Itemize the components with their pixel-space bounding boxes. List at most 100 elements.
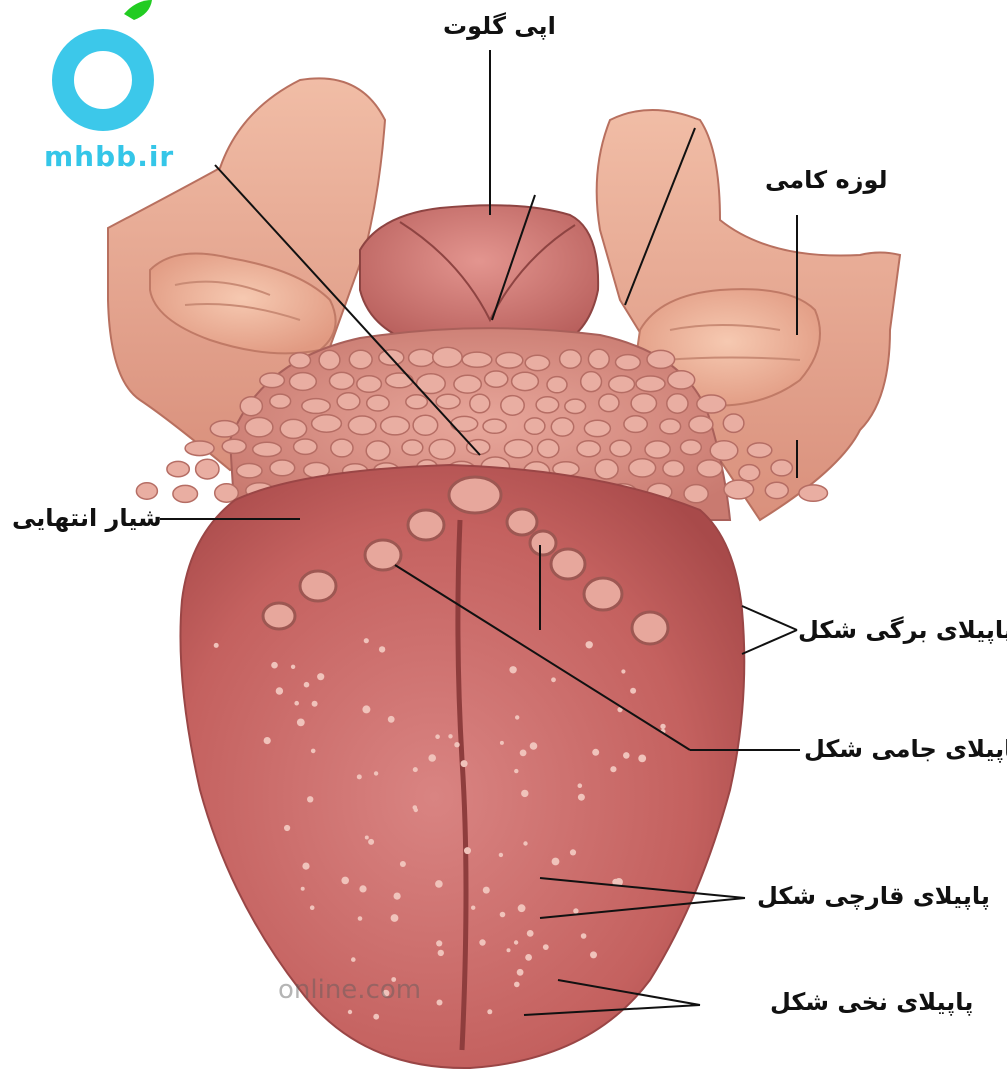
lingual-nodule [595,459,618,479]
papilla-dot [590,951,597,958]
lingual-nodule [681,440,702,455]
papilla-dot [517,969,524,976]
lingual-nodule [667,394,688,413]
label-sulcus-terminalis: شیار انتهایی [12,506,162,530]
papilla-dot [436,940,442,946]
lingual-nodule [367,395,389,411]
lingual-nodule [504,440,532,458]
papilla-dot [660,724,665,729]
lingual-nodule [624,416,647,433]
lingual-nodule [765,482,788,498]
papilla-dot [317,673,324,680]
lingual-nodule [331,439,353,457]
lingual-nodule [483,419,506,433]
papilla-dot [573,908,578,913]
lingual-nodule [289,353,310,368]
lingual-nodule [629,459,656,477]
lingual-nodule [136,483,157,499]
papilla-dot [428,754,436,762]
papilla-dot [514,769,518,773]
papilla-dot [357,774,362,779]
papilla-dot [500,741,504,745]
lingual-nodule [710,441,738,461]
lingual-nodule [406,395,428,409]
papilla-dot [499,853,503,857]
lingual-nodule [560,350,582,369]
lingual-nodule [402,440,423,455]
papilla-dot [552,858,560,866]
papilla-dot [518,904,526,912]
lingual-nodule [470,394,490,413]
lingual-nodule [684,485,708,503]
logo-ring [63,40,143,120]
papilla-dot [312,701,318,707]
lingual-nodule [290,373,317,391]
lingual-nodule [237,464,262,478]
papilla-dot [310,905,315,910]
lingual-nodule [636,376,665,392]
lingual-nodule [294,439,317,454]
lingual-nodule [610,440,631,456]
lingual-nodule [312,415,342,432]
label-foliate-papillae: پاپیلای برگی شکل [798,618,1007,642]
lingual-nodule [357,376,382,393]
papilla-dot [388,716,395,723]
lingual-nodule [538,439,559,457]
lingual-nodule [462,352,492,367]
lingual-nodule [436,394,460,409]
papilla-dot [570,849,576,855]
label-epiglottis: اپی گلوت [443,14,556,38]
papilla-dot [487,1009,492,1014]
lingual-nodule [185,441,214,456]
papilla-dot [521,790,528,797]
lingual-nodule [599,394,619,412]
papilla-dot [341,877,349,885]
papilla-dot [448,734,452,738]
papilla-dot [514,982,520,988]
papilla-dot [483,887,490,894]
lingual-nodule [348,416,376,435]
papilla-dot [586,641,593,648]
papilla-dot [365,836,369,840]
lingual-nodule [588,349,609,369]
lingual-nodule [429,439,455,459]
epiglottis [360,205,598,345]
lingual-nodule [581,372,602,392]
papilla-dot [435,880,443,888]
lingual-nodule [337,393,360,410]
papilla-dot [630,688,636,694]
lingual-nodule [196,459,219,479]
papilla-dot [302,863,309,870]
papilla-dot [276,687,283,694]
lingual-nodule [668,371,695,389]
papilla-dot [525,954,532,961]
papilla-dot [214,643,219,648]
papilla-dot [454,742,459,747]
label-vallate-papillae: پاپیلای جامی شکل [804,737,1007,761]
lingual-nodule [222,439,246,453]
papilla-dot [520,750,527,757]
lingual-nodule [551,418,573,436]
lingual-nodule [739,465,760,481]
lingual-nodule [799,485,828,501]
papilla-dot [464,847,471,854]
label-fungiform-papillae: پاپیلای قارچی شکل [757,884,990,908]
papilla-dot [264,737,271,744]
papilla-dot [291,665,295,669]
papilla-dot [500,912,506,918]
papilla-dot [621,669,625,673]
papilla-dot [271,662,278,669]
papilla-dot [294,701,299,706]
lingual-nodule [167,461,189,476]
papilla-dot [413,767,418,772]
label-filiform-papillae: پاپیلای نخی شکل [770,990,973,1014]
papilla-dot [530,742,538,750]
lingual-nodule [631,394,656,413]
papilla-dot [438,950,444,956]
papilla-dot [351,957,356,962]
lingual-nodule [660,419,681,434]
papilla-dot [592,749,599,756]
site-logo [63,0,152,120]
papilla-dot [364,638,369,643]
